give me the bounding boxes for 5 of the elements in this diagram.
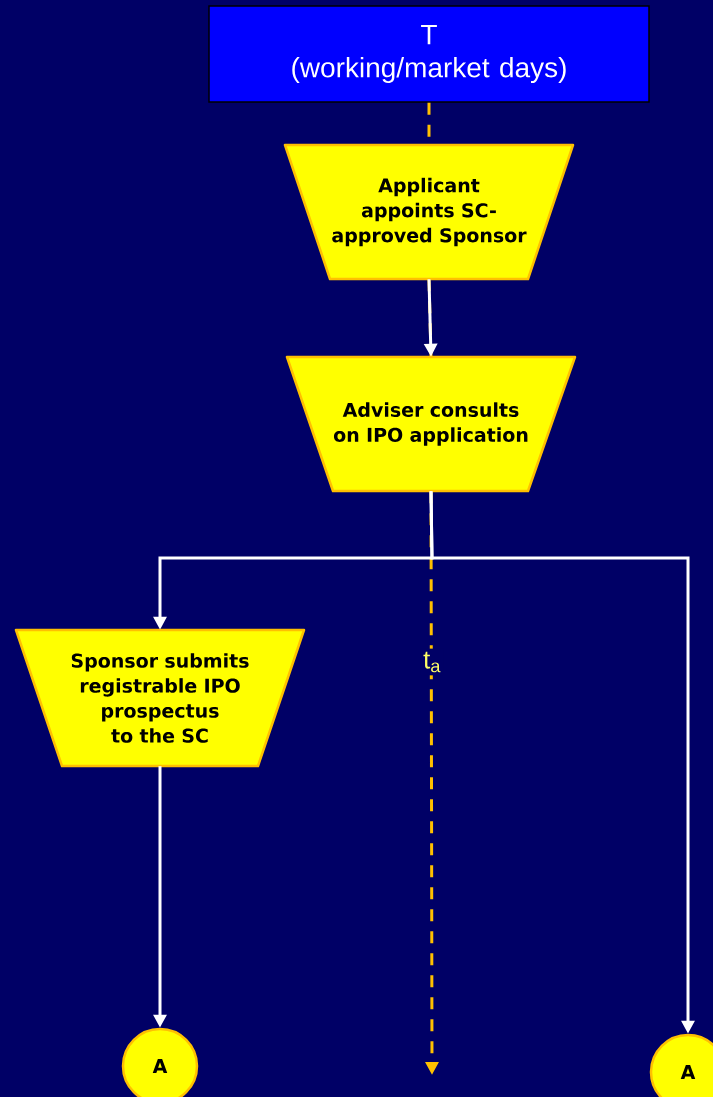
process-trapezoid: Adviser consults on IPO application bbox=[285, 355, 577, 493]
time-box: T (working/market days) bbox=[208, 5, 650, 103]
process-trapezoid: Sponsor submits registrable IPO prospectus to the SC bbox=[14, 628, 306, 768]
edge-label: t$_{a}$ bbox=[420, 648, 444, 676]
process-trapezoid: Applicant appoints SC-approved Sponsor bbox=[283, 143, 575, 281]
